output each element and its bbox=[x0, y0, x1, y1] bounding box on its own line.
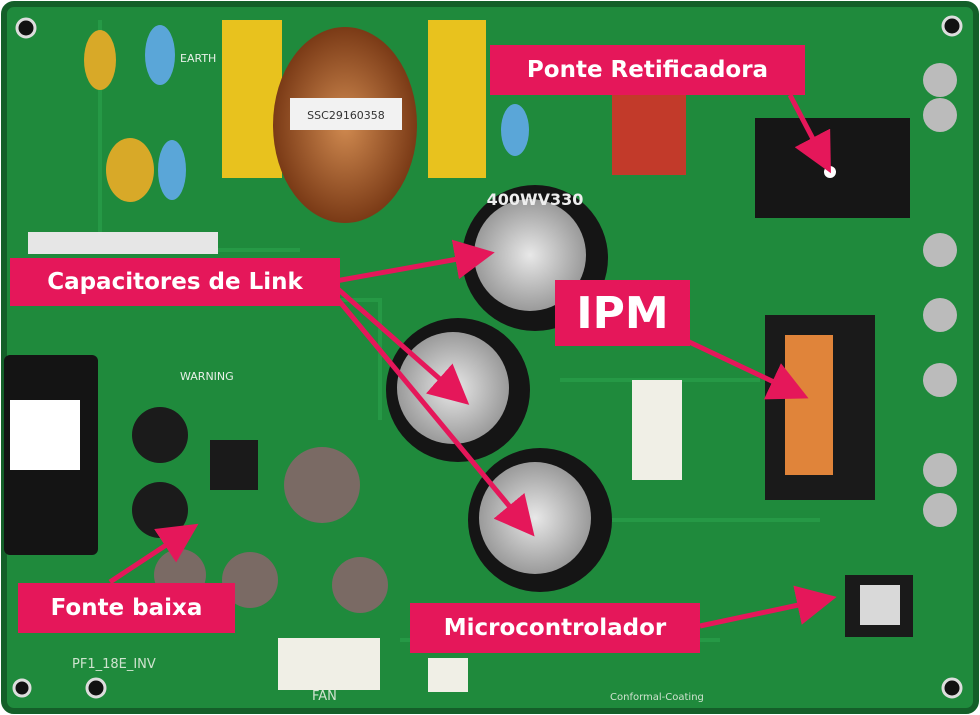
fan-text: FAN bbox=[312, 689, 337, 704]
x-capacitor bbox=[428, 20, 486, 178]
arrow-ipm bbox=[683, 337, 809, 400]
arrow-capacitor-2 bbox=[328, 280, 470, 405]
arrow-microcontroller bbox=[699, 585, 837, 629]
model-text: PF1_18E_INV bbox=[72, 657, 156, 672]
earth-text: EARTH bbox=[180, 52, 216, 65]
label-rectifier: Ponte Retificadora bbox=[490, 45, 805, 95]
link-capacitor bbox=[468, 448, 612, 592]
fan-connector bbox=[278, 638, 380, 690]
arrow-rectifier bbox=[787, 93, 831, 174]
label-microcontroller: Microcontrolador bbox=[410, 603, 700, 653]
label-low-supply: Fonte baixa bbox=[18, 583, 235, 633]
fuse bbox=[28, 232, 218, 254]
warning-text: WARNING bbox=[180, 370, 234, 383]
arrow-capacitor-1 bbox=[329, 239, 495, 285]
connector bbox=[632, 380, 682, 480]
coating-text: Conformal-Coating bbox=[610, 692, 704, 703]
label-ipm: IPM bbox=[555, 280, 690, 346]
capacitor-text: 400WV330 bbox=[487, 190, 584, 209]
inductor-text: SSC29160358 bbox=[307, 109, 385, 122]
arrow-low-supply bbox=[108, 523, 199, 585]
relay bbox=[612, 80, 686, 175]
x-capacitor bbox=[222, 20, 282, 178]
label-link-capacitors: Capacitores de Link bbox=[10, 258, 340, 306]
arrow-capacitor-3 bbox=[328, 288, 535, 537]
